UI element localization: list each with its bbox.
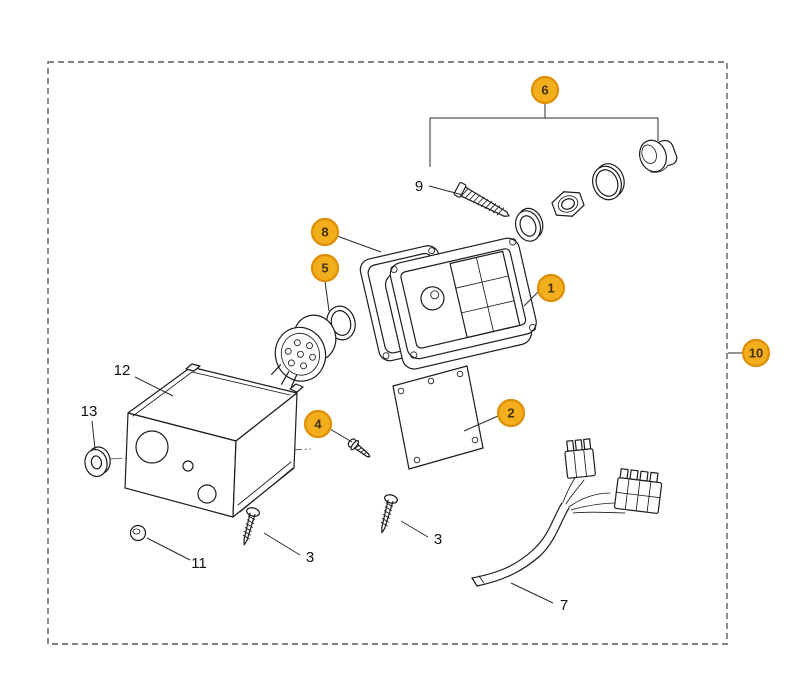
- leader-callout-2: [463, 415, 499, 432]
- callout-badge-6[interactable]: 6: [530, 75, 560, 105]
- leader-callout-8: [336, 235, 382, 253]
- part-1-control-panel: [384, 237, 537, 370]
- callout-badge-8[interactable]: 8: [310, 217, 340, 247]
- part-13-washer: [84, 446, 111, 478]
- label-7: 7: [560, 597, 568, 614]
- leader-callout-6: [429, 103, 659, 167]
- part-2-back-plate: [392, 365, 484, 470]
- leader-lines: [91, 103, 743, 604]
- part-11-plug: [129, 524, 147, 542]
- leader-callout-4: [329, 428, 353, 443]
- leader-label-3-right: [400, 520, 429, 538]
- part-3-screw-right: [380, 494, 398, 534]
- part-7-wiring-harness: [471, 438, 663, 587]
- callout-badge-4[interactable]: 4: [303, 409, 333, 439]
- leader-label-7: [510, 582, 554, 604]
- harness-connector-large: [613, 468, 663, 514]
- label-12: 12: [114, 362, 131, 379]
- leader-label-9: [428, 185, 464, 196]
- svg-text:1: 1: [547, 281, 554, 296]
- leader-label-11: [146, 537, 191, 561]
- leader-label-13: [91, 420, 96, 450]
- callout-badge-2[interactable]: 2: [496, 398, 526, 428]
- part-6-hardware-group: [514, 139, 678, 242]
- svg-text:8: 8: [321, 225, 328, 240]
- svg-text:4: 4: [314, 417, 322, 432]
- leader-callout-1: [523, 291, 539, 307]
- label-3-left: 3: [306, 549, 314, 566]
- part-12-housing-box: [109, 363, 312, 518]
- leader-callout-5: [324, 280, 330, 312]
- part-9-screw: [453, 181, 510, 217]
- callout-badge-5[interactable]: 5: [310, 253, 340, 283]
- part-5-connector: [271, 305, 356, 388]
- label-9: 9: [415, 178, 423, 195]
- label-11: 11: [191, 555, 207, 572]
- hex-nut: [551, 191, 585, 217]
- svg-text:2: 2: [507, 406, 514, 421]
- svg-text:5: 5: [321, 261, 328, 276]
- diagram-boundary: [47, 61, 728, 645]
- harness-connector-small: [564, 438, 596, 479]
- callout-badge-1[interactable]: 1: [536, 273, 566, 303]
- leader-label-12: [134, 376, 174, 397]
- leader-label-3-left: [263, 532, 301, 556]
- svg-text:6: 6: [541, 83, 548, 98]
- label-3-right: 3: [434, 531, 442, 548]
- callout-badge-10[interactable]: 10: [741, 338, 771, 368]
- label-13: 13: [81, 403, 98, 420]
- part-3-screw-left: [242, 507, 260, 546]
- washer: [514, 207, 544, 242]
- cap-boot: [639, 139, 678, 173]
- svg-text:10: 10: [749, 346, 763, 361]
- retaining-ring: [592, 163, 625, 201]
